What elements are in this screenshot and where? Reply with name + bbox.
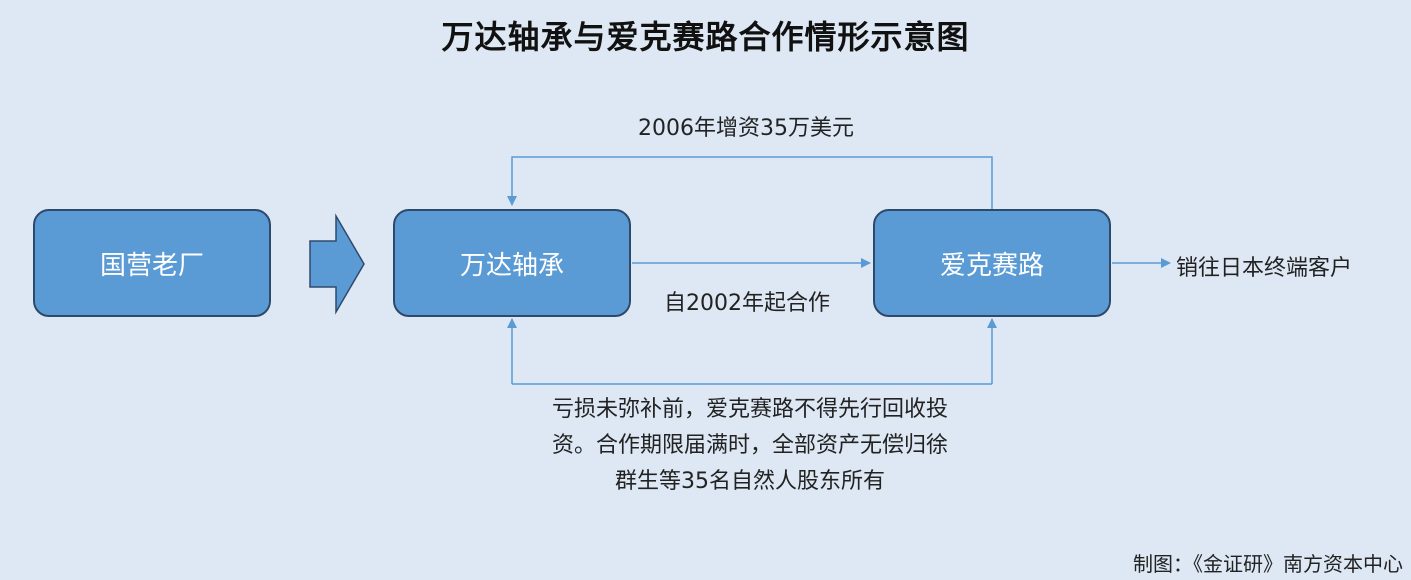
node-aikesailu: 爱克赛路 [873, 209, 1111, 317]
node-wanda-label: 万达轴承 [459, 250, 564, 281]
export-label: 销往日本终端客户 [1176, 256, 1353, 281]
top-capital-connector [507, 156, 993, 209]
diagram-title: 万达轴承与爱克赛路合作情形示意图 [441, 18, 970, 56]
cooperation-label: 自2002年起合作 [664, 291, 830, 316]
bottom-note-line-1: 亏损未弥补前，爱克赛路不得先行回收投 [551, 397, 948, 422]
node-wanda: 万达轴承 [393, 209, 631, 317]
bottom-condition-note: 亏损未弥补前，爱克赛路不得先行回收投 资。合作期限届满时，全部资产无偿归徐 群生… [500, 392, 1000, 500]
bottom-note-line-3: 群生等35名自然人股东所有 [615, 469, 885, 494]
node-state-factory-label: 国营老厂 [99, 250, 204, 281]
top-capital-label: 2006年增资35万美元 [638, 116, 854, 141]
bottom-note-line-2: 资。合作期限届满时，全部资产无偿归徐 [551, 433, 948, 458]
block-arrow-icon [309, 213, 365, 315]
node-aikesailu-label: 爱克赛路 [939, 250, 1044, 281]
node-state-factory: 国营老厂 [33, 209, 271, 317]
credit-line: 制图：《金证研》南方资本中心 [1133, 552, 1403, 576]
